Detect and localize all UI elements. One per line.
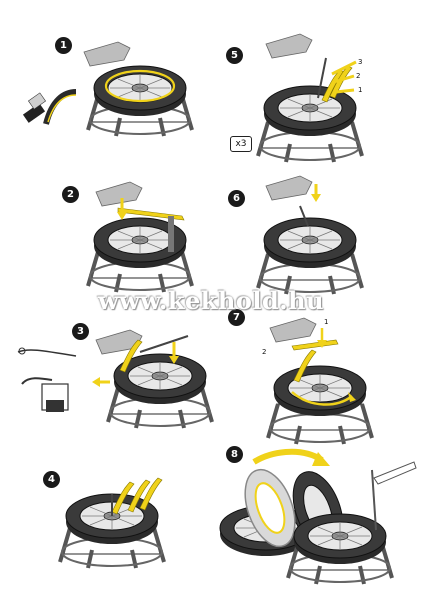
repeat-count-badge: x3 xyxy=(230,136,252,152)
valve-stem-icon xyxy=(21,377,69,412)
step-8-illustration xyxy=(219,448,417,586)
step-2-illustration xyxy=(86,181,194,294)
step-number-badge: 2 xyxy=(62,186,79,203)
step-1-illustration xyxy=(22,41,194,138)
callout-label: 2 xyxy=(262,348,267,356)
valve-tool-icon xyxy=(17,347,77,357)
step-number-badge: 5 xyxy=(226,47,243,64)
step-7-illustration xyxy=(266,317,374,446)
step-4-illustration xyxy=(58,477,166,570)
step-6-illustration xyxy=(256,175,364,296)
step-number-badge: 8 xyxy=(226,446,243,463)
callout-label: 1 xyxy=(324,318,329,326)
step-number-badge: 6 xyxy=(228,190,245,207)
step-number-badge: 1 xyxy=(55,37,72,54)
callout-label: 1 xyxy=(358,86,363,94)
grease-tube-icon xyxy=(22,92,47,123)
callout-label: 2 xyxy=(356,72,361,80)
watermark-text: www.kekhold.hu xyxy=(97,286,325,315)
step-number-badge: 3 xyxy=(72,323,89,340)
step-5-illustration xyxy=(256,33,364,164)
step-number-badge: 4 xyxy=(43,471,60,488)
step-number-badge: 7 xyxy=(228,309,245,326)
step-3-illustration xyxy=(17,329,214,430)
callout-label: 3 xyxy=(358,58,363,66)
